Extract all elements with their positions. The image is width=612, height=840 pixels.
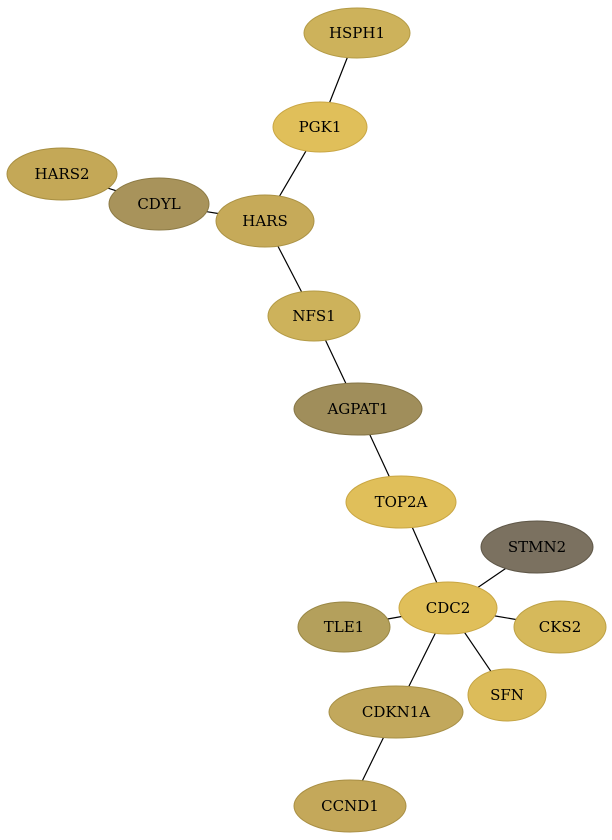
node-cdyl[interactable]: CDYL <box>108 177 210 231</box>
edge-hars-nfs1 <box>277 245 303 293</box>
node-nfs1[interactable]: NFS1 <box>267 290 361 342</box>
node-cdc2[interactable]: CDC2 <box>398 581 498 635</box>
edge-cdc2-stmn2 <box>477 568 506 588</box>
node-hsph1[interactable]: HSPH1 <box>303 7 411 59</box>
edge-cdc2-cdkn1a <box>408 632 436 687</box>
edge-nfs1-agpat1 <box>324 339 347 384</box>
node-tle1[interactable]: TLE1 <box>297 601 391 653</box>
node-shape <box>272 101 368 153</box>
node-label: CDC2 <box>426 599 471 617</box>
node-sfn[interactable]: SFN <box>467 668 547 722</box>
edge-top2a-cdc2 <box>411 527 438 583</box>
node-label: CCND1 <box>321 797 379 815</box>
edge-cdyl-hars <box>206 211 219 215</box>
node-label: TLE1 <box>324 618 364 636</box>
node-shape <box>293 382 423 436</box>
edge-cdc2-sfn <box>464 632 492 672</box>
node-shape <box>6 147 118 201</box>
node-label: HARS <box>242 212 287 230</box>
node-label: HSPH1 <box>329 24 385 42</box>
node-label: STMN2 <box>508 538 566 556</box>
node-hars2[interactable]: HARS2 <box>6 147 118 201</box>
node-stmn2[interactable]: STMN2 <box>480 520 594 574</box>
edge-hsph1-pgk1 <box>329 57 348 103</box>
node-shape <box>480 520 594 574</box>
edge-hars2-cdyl <box>107 187 117 192</box>
node-label: HARS2 <box>34 165 89 183</box>
node-cdkn1a[interactable]: CDKN1A <box>328 685 464 739</box>
node-label: NFS1 <box>292 307 335 325</box>
node-cks2[interactable]: CKS2 <box>513 600 607 654</box>
node-label: CDYL <box>137 195 180 213</box>
edge-cdc2-cks2 <box>494 615 517 621</box>
node-label: TOP2A <box>375 493 428 511</box>
node-shape <box>398 581 498 635</box>
node-shape <box>267 290 361 342</box>
node-ccnd1[interactable]: CCND1 <box>293 779 407 833</box>
node-shape <box>303 7 411 59</box>
edge-cdc2-tle1 <box>387 615 402 620</box>
node-shape <box>467 668 547 722</box>
node-shape <box>297 601 391 653</box>
node-pgk1[interactable]: PGK1 <box>272 101 368 153</box>
node-label: PGK1 <box>299 118 342 136</box>
node-shape <box>328 685 464 739</box>
node-shape <box>293 779 407 833</box>
node-shape <box>345 475 457 529</box>
node-hars[interactable]: HARS <box>215 194 315 248</box>
node-shape <box>513 600 607 654</box>
node-top2a[interactable]: TOP2A <box>345 475 457 529</box>
node-label: SFN <box>490 686 524 704</box>
node-agpat1[interactable]: AGPAT1 <box>293 382 423 436</box>
edge-pgk1-hars <box>278 150 307 197</box>
node-label: CDKN1A <box>362 703 430 721</box>
edge-cdkn1a-ccnd1 <box>361 737 385 781</box>
edges-layer <box>107 57 517 781</box>
edge-agpat1-top2a <box>369 434 390 477</box>
node-shape <box>108 177 210 231</box>
node-label: AGPAT1 <box>326 400 388 418</box>
node-shape <box>215 194 315 248</box>
node-label: CKS2 <box>539 618 582 636</box>
